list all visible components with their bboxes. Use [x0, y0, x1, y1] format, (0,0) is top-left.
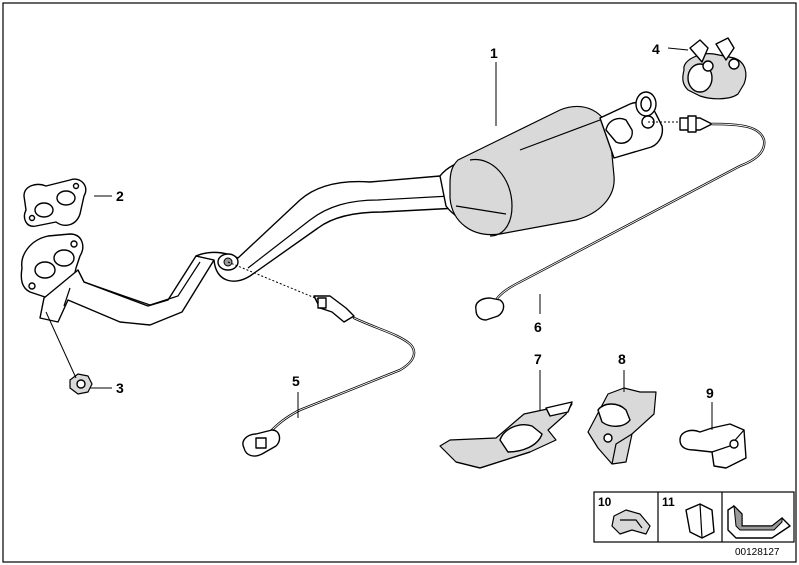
- part-3-nut[interactable]: [69, 373, 93, 395]
- callout-11: 11: [662, 495, 675, 509]
- part-2-gasket[interactable]: [23, 178, 87, 227]
- part-8-mounting-bracket[interactable]: [587, 387, 657, 465]
- part-10-clip[interactable]: 10: [598, 495, 651, 535]
- part-1-exhaust-pipe-catalytic-converter[interactable]: [20, 91, 664, 326]
- callout-5: 5: [292, 373, 300, 389]
- callout-2: 2: [116, 188, 124, 204]
- part-5-oxygen-sensor-front[interactable]: [242, 295, 416, 457]
- bent-arrow-symbol-icon: [727, 504, 791, 539]
- part-11-clip[interactable]: 11: [662, 495, 715, 539]
- callout-6: 6: [534, 319, 542, 335]
- callout-9: 9: [706, 385, 714, 401]
- legend-box-outline: [593, 491, 795, 543]
- legend-box-group: 10 11: [593, 491, 795, 543]
- part-9-retaining-bracket[interactable]: [679, 423, 747, 469]
- callout-7: 7: [534, 351, 542, 367]
- callout-10: 10: [598, 495, 612, 509]
- part-4-pipe-clamp[interactable]: [682, 37, 747, 100]
- leader-lines: [45, 47, 713, 430]
- callout-1: 1: [490, 45, 498, 61]
- part-6-oxygen-sensor-rear[interactable]: [475, 115, 766, 321]
- part-7-bracket[interactable]: [439, 401, 573, 469]
- callout-3: 3: [116, 380, 124, 396]
- document-id: 00128127: [735, 547, 780, 558]
- callout-4: 4: [652, 41, 660, 57]
- callout-8: 8: [618, 351, 626, 367]
